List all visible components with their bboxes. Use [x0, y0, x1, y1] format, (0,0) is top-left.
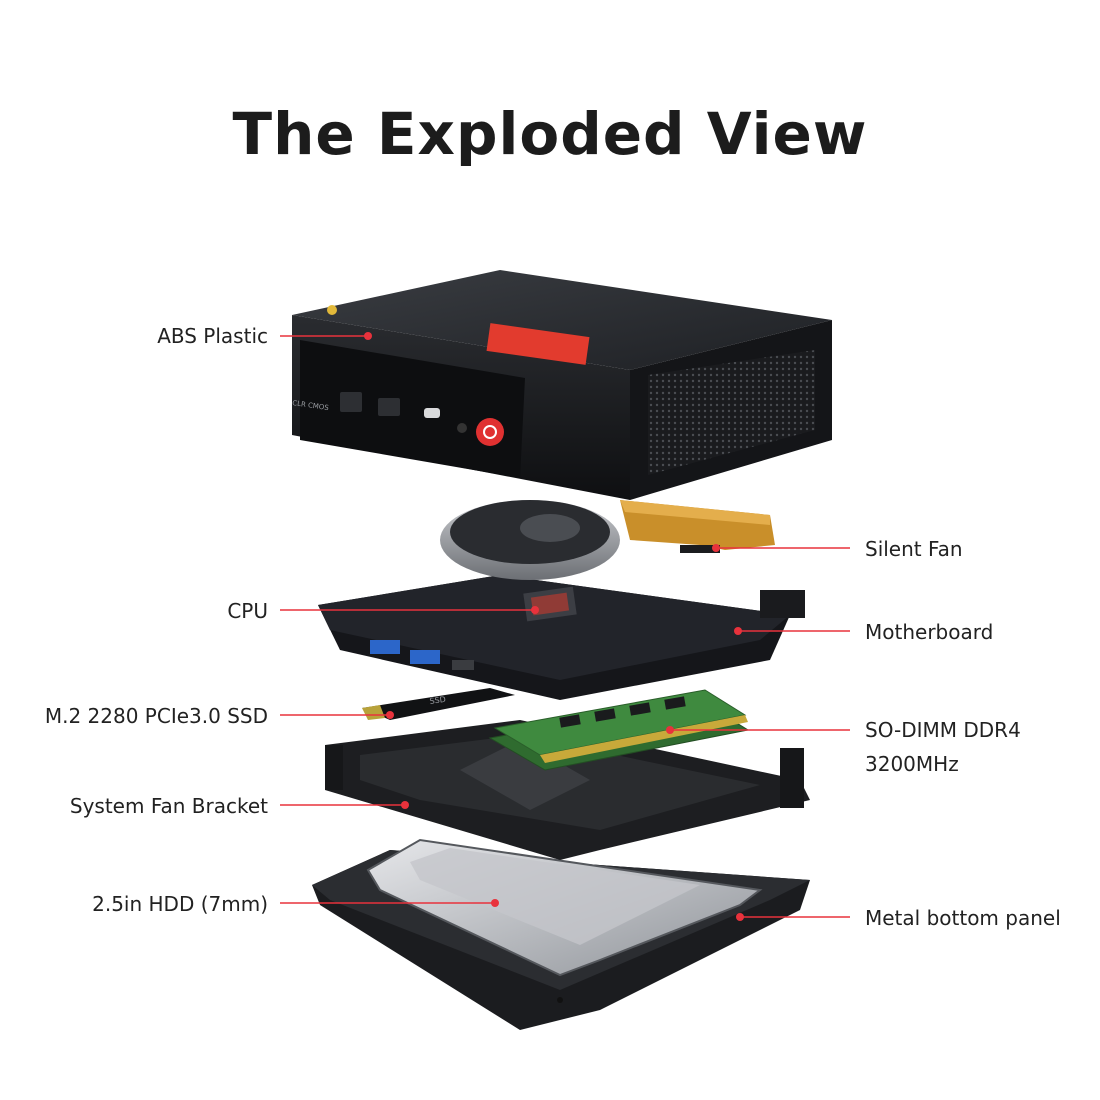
ssd-module: SSD — [362, 688, 515, 720]
abs-plastic-case — [292, 270, 832, 500]
ram-modules — [488, 689, 750, 771]
system-fan-bracket — [325, 720, 810, 860]
page-title: The Exploded View — [232, 100, 868, 168]
hdd-drive — [366, 838, 763, 977]
label-silent-fan: Silent Fan — [865, 537, 963, 561]
svg-text:SSD: SSD — [429, 695, 446, 706]
label-fan-bracket: System Fan Bracket — [69, 794, 268, 818]
label-hdd: 2.5in HDD (7mm) — [92, 892, 268, 916]
leader-lines — [280, 335, 850, 918]
silent-fan — [440, 500, 775, 580]
label-bottom-panel: Metal bottom panel — [865, 906, 1061, 930]
label-ram-line1: SO-DIMM DDR4 — [865, 718, 1021, 742]
label-abs-plastic: ABS Plastic — [157, 324, 268, 348]
label-cpu: CPU — [227, 599, 268, 623]
motherboard — [318, 575, 805, 700]
leader-dots — [364, 332, 744, 921]
label-motherboard: Motherboard — [865, 620, 994, 644]
label-ssd: M.2 2280 PCIe3.0 SSD — [44, 704, 268, 728]
label-ram-line2: 3200MHz — [865, 752, 959, 776]
